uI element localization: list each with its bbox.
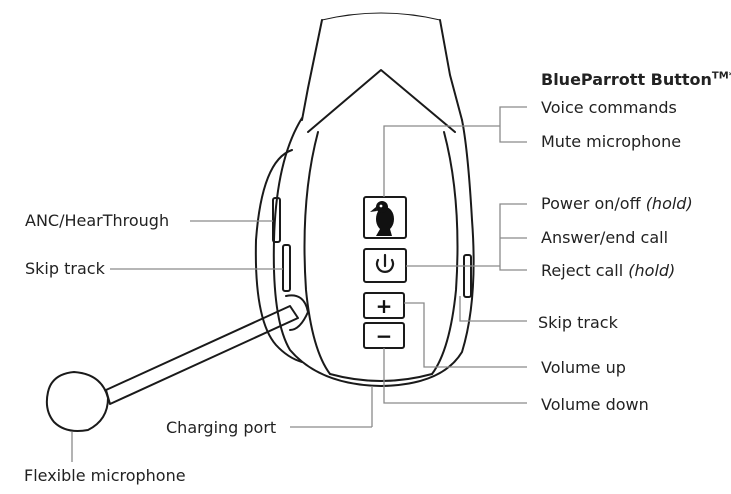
label-volume-down: Volume down — [541, 395, 649, 414]
power-icon — [375, 253, 395, 273]
blueparrott-button-title: BlueParrott ButtonTM* — [541, 70, 731, 90]
title-superscript: TM* — [711, 70, 731, 82]
earcup-cushion — [254, 149, 303, 363]
label-voice-commands: Voice commands — [541, 98, 677, 117]
parrot-button — [363, 196, 407, 239]
label-skip-track-left: Skip track — [25, 259, 105, 278]
label-answer-end-call: Answer/end call — [541, 228, 669, 247]
title-text: BlueParrott Button — [541, 70, 712, 89]
label-flexible-microphone: Flexible microphone — [24, 466, 186, 485]
headband — [301, 19, 323, 121]
minus-symbol: − — [376, 324, 393, 348]
label-mute-microphone: Mute microphone — [541, 132, 682, 151]
leader-lines — [71, 106, 527, 462]
reject-call-text: Reject call — [541, 261, 624, 280]
mic-boom — [105, 305, 299, 405]
earcup-shell — [272, 117, 475, 387]
volume-up-button — [363, 292, 405, 319]
label-charging-port: Charging port — [166, 418, 277, 437]
skip-track-right-button — [463, 254, 472, 298]
power-on-off-note: (hold) — [645, 194, 693, 213]
label-anc-hearthrough: ANC/HearThrough — [25, 211, 170, 230]
label-power-on-off: Power on/off (hold) — [541, 194, 693, 214]
parrot-icon — [370, 201, 394, 236]
skip-track-left-button — [282, 244, 291, 292]
label-volume-up: Volume up — [541, 358, 626, 377]
reject-call-note: (hold) — [628, 261, 676, 280]
anc-button — [272, 197, 281, 243]
label-skip-track-right: Skip track — [538, 313, 618, 332]
power-on-off-text: Power on/off — [541, 194, 641, 213]
label-reject-call: Reject call (hold) — [541, 261, 675, 281]
plus-symbol: + — [376, 294, 393, 318]
mic-head — [45, 371, 109, 432]
